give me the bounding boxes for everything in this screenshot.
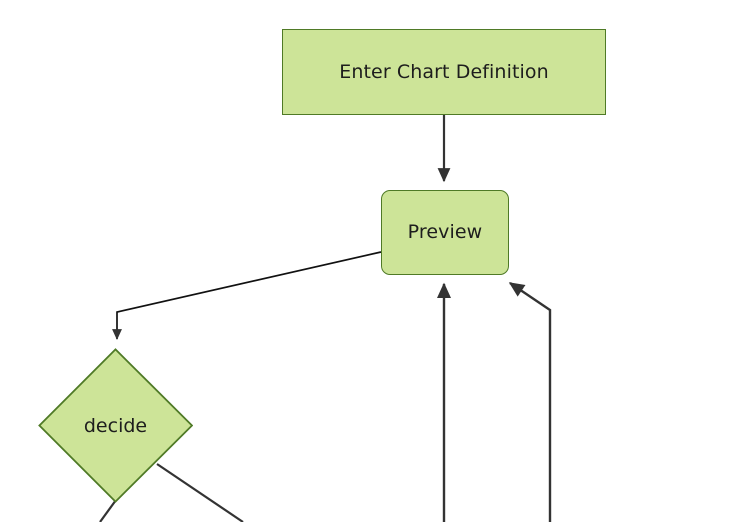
edge-decide-bottom-right [156,463,244,522]
edge-decide-bottom-left [99,499,117,522]
node-preview[interactable]: Preview [381,190,509,275]
node-enter-chart-definition[interactable]: Enter Chart Definition [282,29,606,115]
edge-bottom-right-to-preview [508,282,552,522]
node-label: Enter Chart Definition [339,60,549,83]
node-decide[interactable]: decide [38,348,194,503]
diamond-shape [38,348,194,503]
edge-preview-to-decide [112,251,382,340]
node-label: Preview [407,221,483,244]
